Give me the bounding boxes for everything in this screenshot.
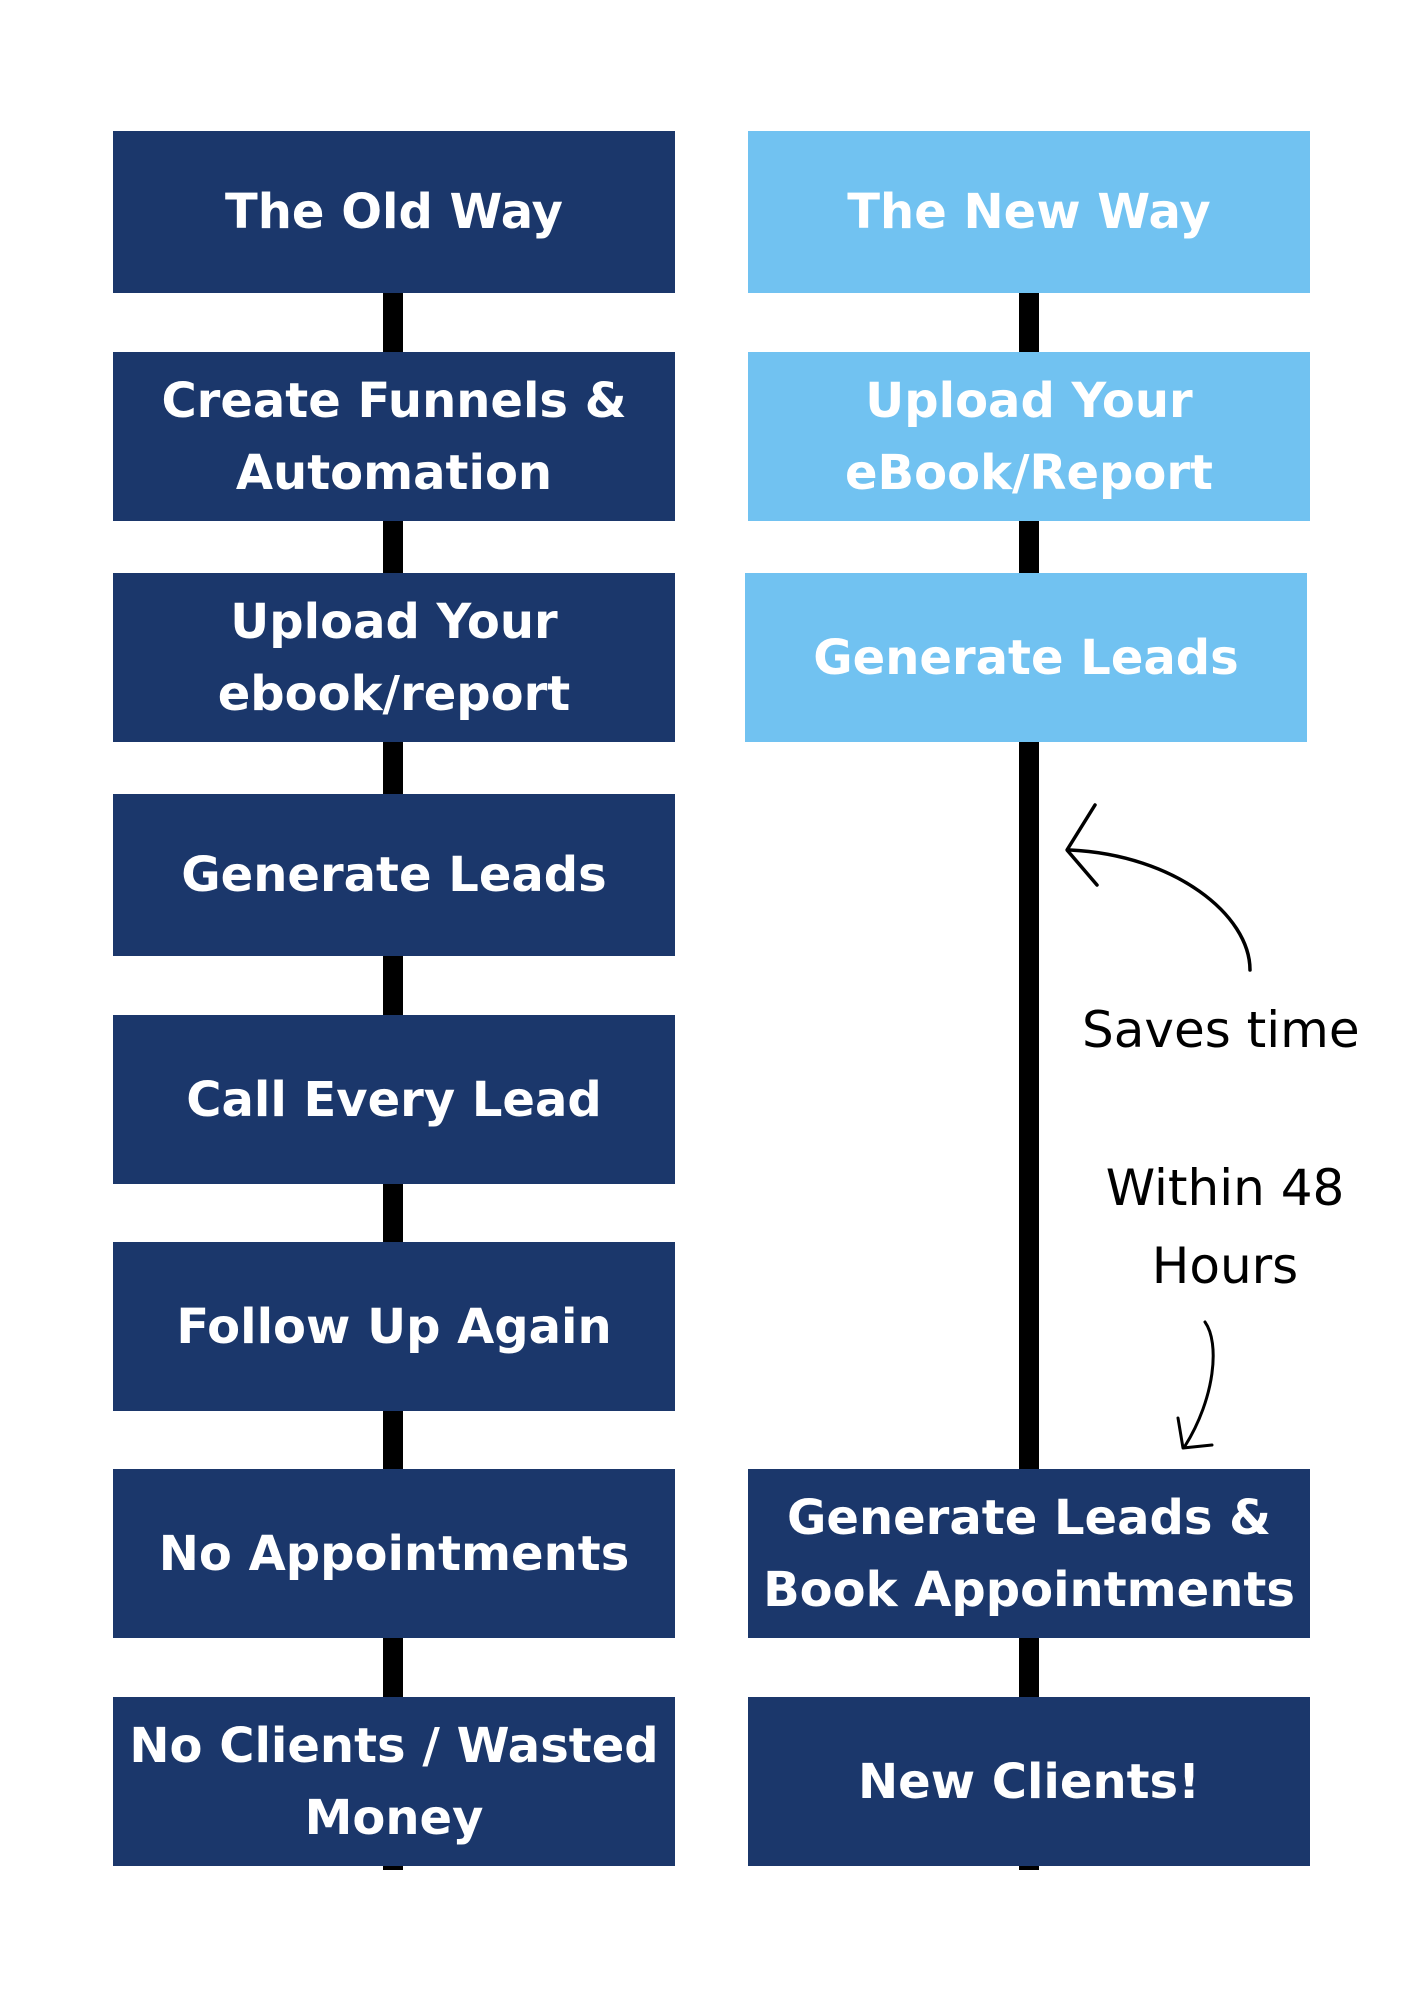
saves-time-note: Saves time [1082,1001,1360,1059]
new-way-step-new-clients: New Clients! [748,1697,1310,1866]
new-way-step-upload-ebook: Upload Your eBook/Report [748,352,1310,521]
new-way-step-generate-leads-book-appointments: Generate Leads & Book Appointments [748,1469,1310,1638]
old-way-step-follow-up-again: Follow Up Again [113,1242,675,1411]
old-way-step-generate-leads: Generate Leads [113,794,675,956]
old-way-step-upload-ebook: Upload Your ebook/report [113,573,675,742]
old-way-step-no-appointments: No Appointments [113,1469,675,1638]
old-way-step-no-clients: No Clients / Wasted Money [113,1697,675,1866]
old-way-step-create-funnels: Create Funnels & Automation [113,352,675,521]
curved-arrow-down-icon [1176,1320,1215,1450]
old-way-header: The Old Way [113,131,675,293]
curved-arrow-left-icon [1065,803,1252,972]
new-way-header: The New Way [748,131,1310,293]
new-way-step-generate-leads: Generate Leads [745,573,1307,742]
old-way-step-call-every-lead: Call Every Lead [113,1015,675,1184]
within-48-hours-note: Within 48 Hours [1105,1159,1345,1295]
